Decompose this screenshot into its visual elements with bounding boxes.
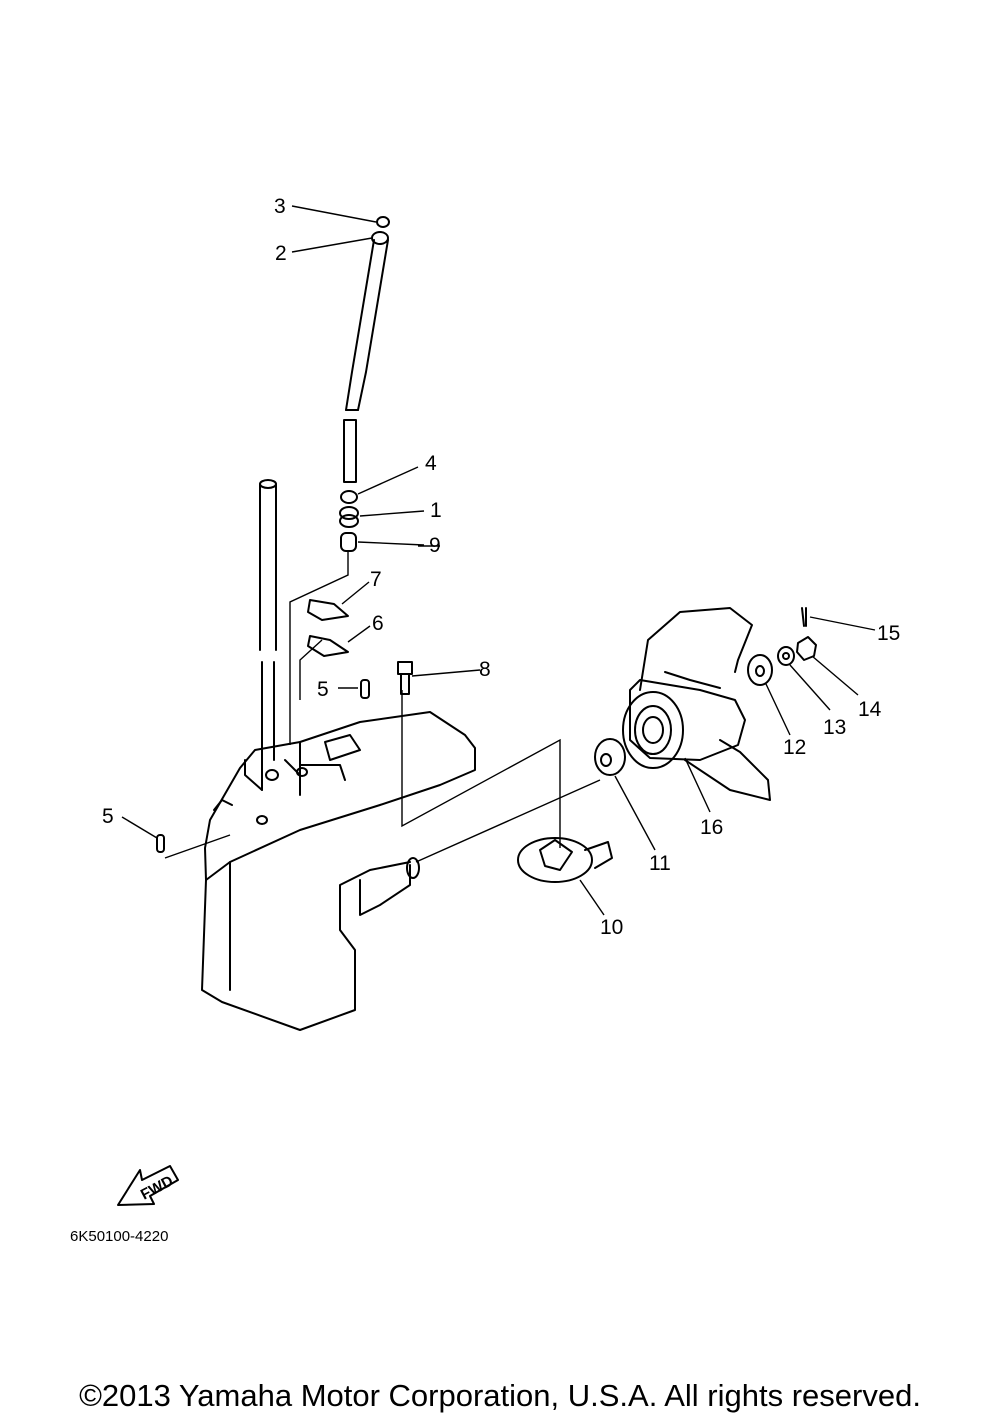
callout-16: 16	[700, 816, 723, 839]
shift-rod-collar	[340, 532, 357, 552]
drive-shaft	[259, 479, 277, 761]
dowel-pin-lower	[156, 834, 165, 853]
propeller	[622, 607, 771, 801]
callout-leaders	[121, 205, 876, 916]
callout-12: 12	[783, 736, 806, 759]
callout-3: 3	[274, 195, 286, 218]
anode	[517, 837, 613, 883]
lower-unit-housing	[201, 711, 476, 1031]
callout-labels: 3 2 4 1 9 7 6 8 5 5 15 14 13 12 16 11 10	[102, 195, 900, 939]
propeller-washer	[777, 646, 795, 666]
trim-tab-pad-upper	[307, 599, 349, 621]
dowel-pin-upper	[360, 679, 370, 699]
shift-rod-spring	[339, 506, 359, 528]
callout-13: 13	[823, 716, 846, 739]
fwd-label: FWD	[138, 1172, 176, 1203]
callout-7: 7	[370, 568, 382, 591]
propeller-nut	[796, 636, 817, 661]
diagram-code: 6K50100-4220	[70, 1228, 169, 1245]
forward-direction-arrow: FWD	[117, 1165, 179, 1206]
callout-6: 6	[372, 612, 384, 635]
trim-tab-pad-lower	[307, 635, 349, 657]
callout-2: 2	[275, 242, 287, 265]
callout-11: 11	[649, 852, 671, 875]
callout-4: 4	[425, 452, 437, 475]
shift-rod	[343, 216, 390, 483]
copyright-notice: ©2013 Yamaha Motor Corporation, U.S.A. A…	[79, 1378, 921, 1413]
callout-5-lower: 5	[102, 805, 114, 828]
callout-15: 15	[877, 622, 900, 645]
callout-10: 9	[429, 534, 441, 557]
callout-5-upper: 5	[317, 678, 329, 701]
mounting-bolt	[397, 661, 413, 695]
shift-rod-grommet	[340, 490, 358, 504]
callout-14: 14	[858, 698, 882, 721]
callout-1: 1	[430, 499, 442, 522]
cotter-pin	[801, 607, 807, 627]
thrust-washer	[594, 738, 626, 776]
callout-8: 10	[600, 916, 623, 939]
callout-9: 8	[479, 658, 491, 681]
assembly-guide-lines	[164, 552, 601, 863]
propeller-spacer	[747, 654, 773, 686]
